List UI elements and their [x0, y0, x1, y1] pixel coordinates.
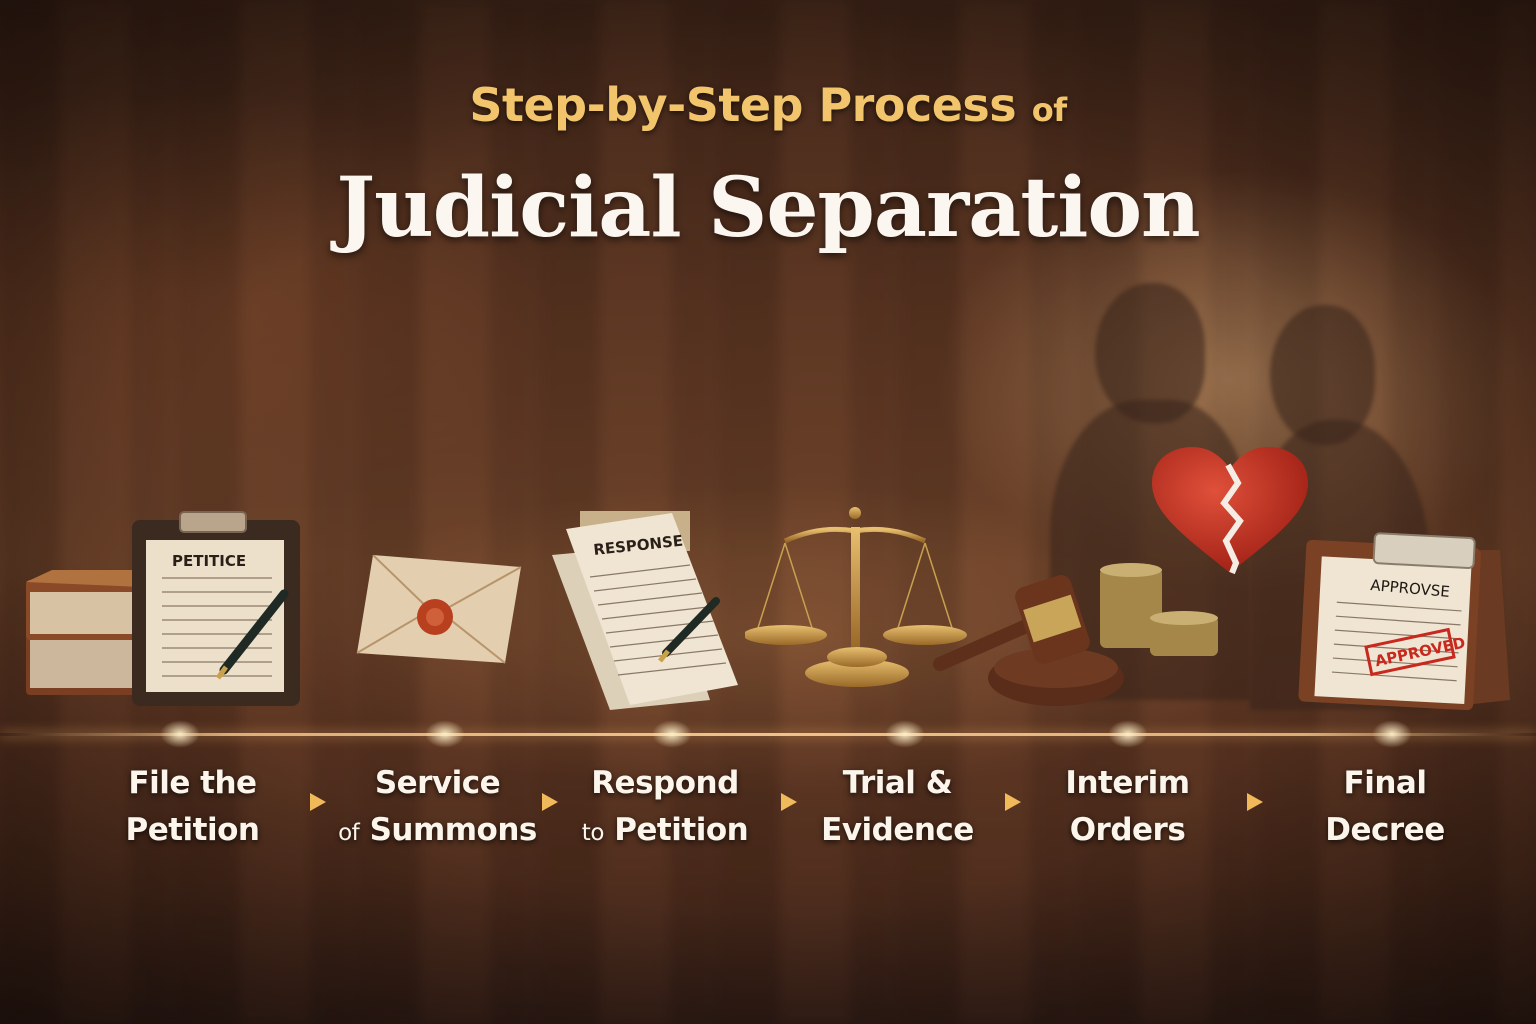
svg-text:PETITICE: PETITICE: [172, 552, 246, 570]
response-document-icon: RESPONSE: [552, 511, 738, 710]
timeline-glow: [160, 720, 200, 748]
timeline-glow: [1372, 720, 1412, 748]
timeline-glow: [1108, 720, 1148, 748]
coin-stack-icon: [1100, 563, 1218, 656]
timeline-glow: [885, 720, 925, 748]
pen-icon: [215, 589, 289, 680]
chevron-right-icon: [1247, 793, 1263, 811]
sealed-envelope-icon: [356, 555, 522, 664]
timeline-line: [0, 733, 1536, 736]
scales-of-justice-icon: [745, 507, 967, 687]
subtitle: Step-by-Step Process of: [469, 78, 1067, 132]
chevron-right-icon: [781, 793, 797, 811]
step-trial-evidence: Trial &Evidence: [821, 765, 974, 848]
timeline-glow: [425, 720, 465, 748]
broken-heart-icon: [1152, 447, 1308, 575]
chevron-right-icon: [542, 793, 558, 811]
timeline-glow: [652, 720, 692, 748]
page-title: Judicial Separation: [336, 160, 1200, 256]
chevron-right-icon: [310, 793, 326, 811]
pen-icon: [658, 597, 720, 663]
petition-clipboard-icon: PETITICE: [26, 511, 300, 706]
gavel-icon: [933, 563, 1218, 706]
approved-clipboard-icon: APPROVSE APPROVED: [1298, 532, 1510, 710]
chevron-right-icon: [1005, 793, 1021, 811]
